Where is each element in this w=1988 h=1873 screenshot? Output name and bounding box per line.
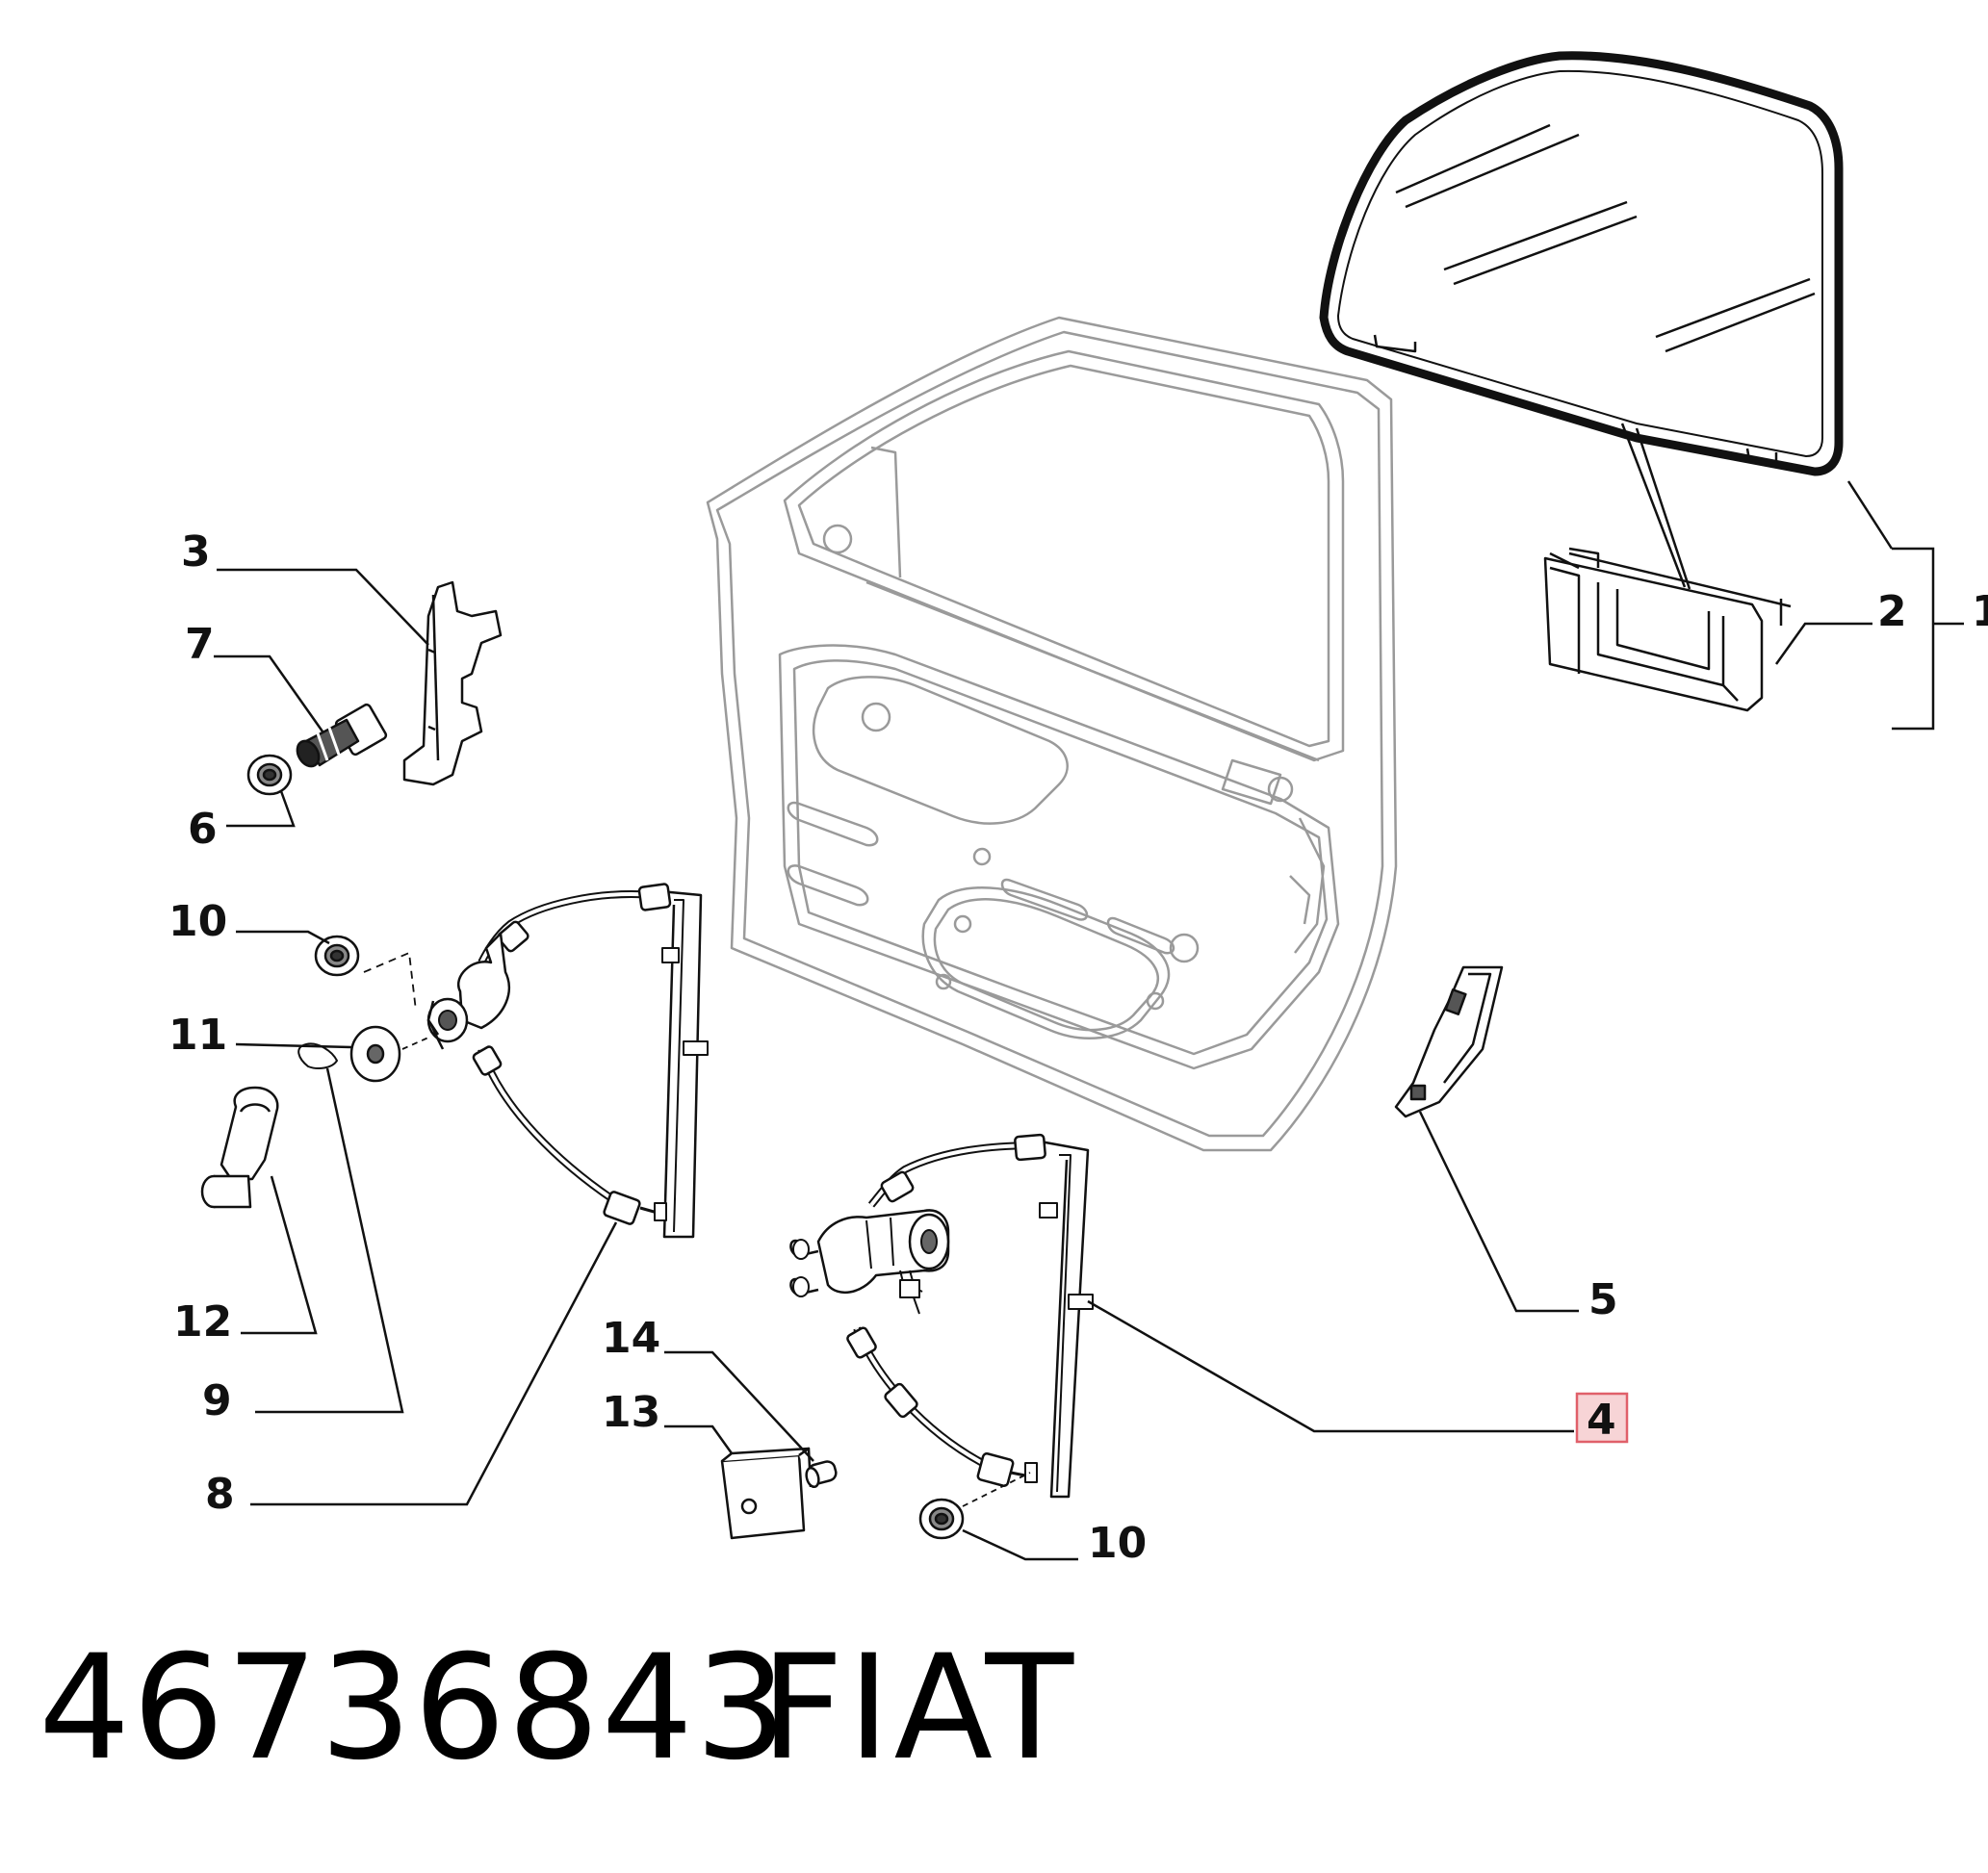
callout-8[interactable]: 8 <box>205 1470 235 1519</box>
callout-13[interactable]: 13 <box>602 1388 660 1437</box>
door-frame <box>706 316 1398 1152</box>
clip <box>297 1042 339 1069</box>
callout-11[interactable]: 11 <box>168 1011 227 1060</box>
nut-10-top <box>314 935 360 977</box>
washer <box>349 1025 401 1083</box>
callout-9[interactable]: 9 <box>202 1376 232 1425</box>
callout-6[interactable]: 6 <box>188 805 218 854</box>
dash-line-10-top <box>363 951 417 1012</box>
callout-3[interactable]: 3 <box>181 527 211 577</box>
callout-7[interactable]: 7 <box>185 620 215 669</box>
glass-channel <box>1543 547 1764 712</box>
guide-slider <box>1394 965 1504 1118</box>
callout-4[interactable]: 4 <box>1587 1396 1616 1445</box>
manual-regulator <box>426 883 709 1239</box>
callout-2[interactable]: 2 <box>1877 587 1907 636</box>
nut-10-bottom <box>918 1498 965 1540</box>
nut-6 <box>246 754 293 796</box>
bolt <box>296 703 388 768</box>
highlight-box-4 <box>1575 1392 1629 1444</box>
callout-12[interactable]: 12 <box>173 1297 232 1347</box>
dash-line-11 <box>401 1037 429 1050</box>
callout-14[interactable]: 14 <box>602 1314 660 1363</box>
crank-handle <box>200 1086 279 1209</box>
callout-5[interactable]: 5 <box>1588 1275 1618 1324</box>
part-number: 46736843 <box>39 1625 789 1792</box>
callout-10-top[interactable]: 10 <box>168 897 227 946</box>
leader-lines <box>214 423 1964 1561</box>
brand-name: FIAT <box>761 1625 1078 1792</box>
pin <box>805 1460 838 1489</box>
callout-10-bottom[interactable]: 10 <box>1088 1519 1147 1568</box>
rear-guide <box>402 580 503 786</box>
damper-block <box>720 1447 813 1540</box>
dash-line-10-bottom <box>962 1472 1031 1507</box>
electric-regulator <box>789 1133 1094 1499</box>
callout-1[interactable]: 1 <box>1972 587 1988 636</box>
window-glass <box>1319 51 1844 476</box>
